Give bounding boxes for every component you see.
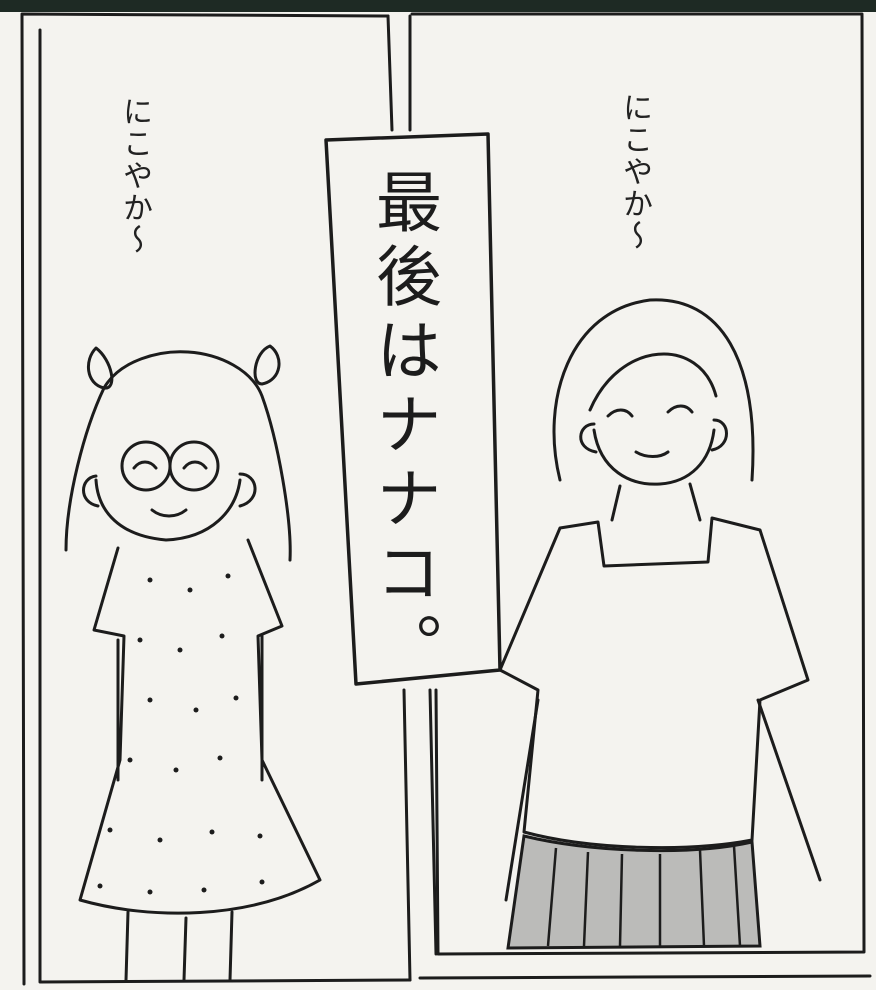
right-girl-face — [592, 428, 716, 486]
left-girl-smile — [150, 508, 188, 518]
right-girl-skirt — [506, 834, 762, 950]
right-girl-smile — [634, 450, 670, 458]
sound-effect-left: にこやか〜 — [117, 96, 152, 256]
top-edge-bar — [0, 0, 876, 12]
left-girl-legs — [124, 910, 234, 982]
right-girl-bangs — [588, 352, 718, 412]
left-girl-face — [94, 478, 242, 542]
left-girl-eyes — [132, 460, 208, 470]
left-girl-glasses-left — [120, 440, 172, 492]
skirt-pleats — [546, 845, 742, 947]
left-girl-hair-bun-right — [253, 344, 281, 386]
right-girl-eyes — [606, 404, 694, 418]
right-girl-arms — [504, 698, 822, 902]
divider-pole — [386, 14, 438, 982]
right-panel-frame — [410, 12, 866, 956]
bottom-edge-line — [418, 974, 872, 980]
right-girl-figure — [498, 298, 822, 902]
right-girl-shirt — [498, 516, 810, 850]
left-girl-hair — [64, 350, 292, 562]
left-panel-frame — [20, 12, 412, 986]
dress-dot-pattern — [97, 573, 265, 895]
left-girl-arms — [116, 634, 264, 782]
left-girl-dress — [78, 538, 322, 915]
left-girl-ear-right — [238, 472, 257, 508]
sound-effect-right: にこやか〜 — [617, 92, 652, 252]
left-girl-figure — [64, 344, 322, 982]
right-girl-hair — [552, 298, 755, 482]
left-girl-ear-left — [82, 474, 100, 508]
right-girl-ear-left — [579, 422, 598, 454]
right-girl-ear-right — [710, 418, 728, 452]
right-girl-neck — [610, 482, 702, 522]
left-girl-glasses-right — [168, 440, 220, 492]
sign-text: 最後はナナコ。 — [365, 168, 442, 686]
